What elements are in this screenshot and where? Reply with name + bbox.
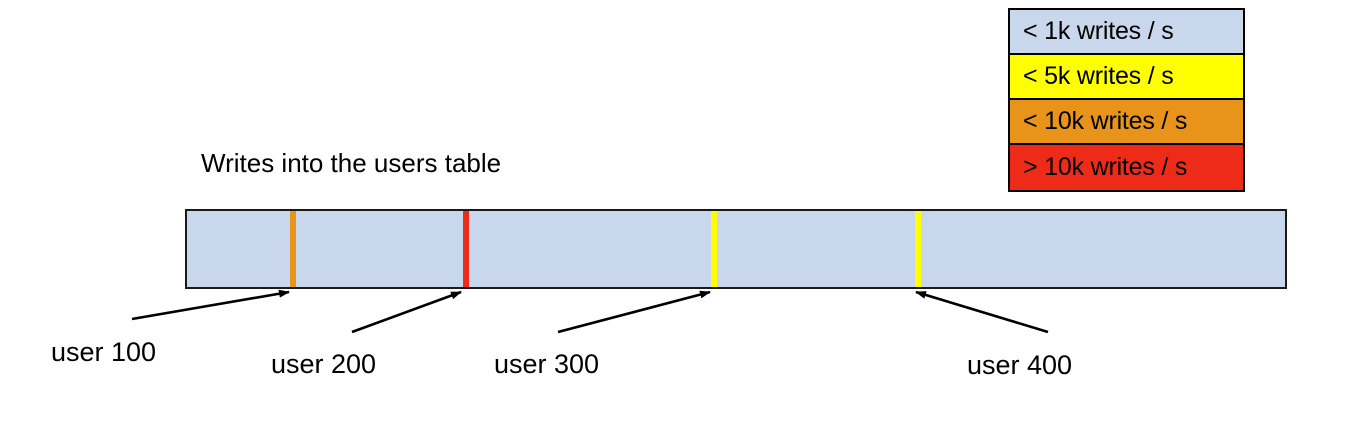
legend-row-lt-10k: < 10k writes / s: [1010, 100, 1243, 145]
legend-row-gt-10k: > 10k writes / s: [1010, 145, 1243, 190]
legend-row-lt-5k: < 5k writes / s: [1010, 55, 1243, 100]
arrow-user-100: [131, 289, 290, 321]
legend-label-lt-1k: < 1k writes / s: [1023, 17, 1174, 45]
legend-row-lt-1k: < 1k writes / s: [1010, 10, 1243, 55]
callout-label-user-400: user 400: [967, 350, 1073, 380]
callout-label-user-100: user 100: [51, 337, 157, 367]
users-table-bar: [185, 209, 1287, 289]
chart-title: Writes into the users table: [201, 148, 502, 178]
arrow-user-300: [557, 290, 711, 334]
callout-label-user-200: user 200: [271, 349, 377, 379]
marker-user-100: [290, 211, 296, 287]
callout-label-user-300: user 300: [494, 349, 600, 379]
legend: < 1k writes / s < 5k writes / s < 10k wr…: [1008, 8, 1245, 192]
legend-label-lt-10k: < 10k writes / s: [1023, 107, 1188, 135]
arrow-user-200: [351, 290, 462, 334]
legend-label-lt-5k: < 5k writes / s: [1023, 62, 1174, 90]
marker-user-400: [915, 211, 921, 287]
marker-user-200: [463, 211, 469, 287]
arrow-user-400: [915, 290, 1049, 334]
marker-user-300: [711, 211, 717, 287]
legend-label-gt-10k: > 10k writes / s: [1023, 153, 1188, 181]
